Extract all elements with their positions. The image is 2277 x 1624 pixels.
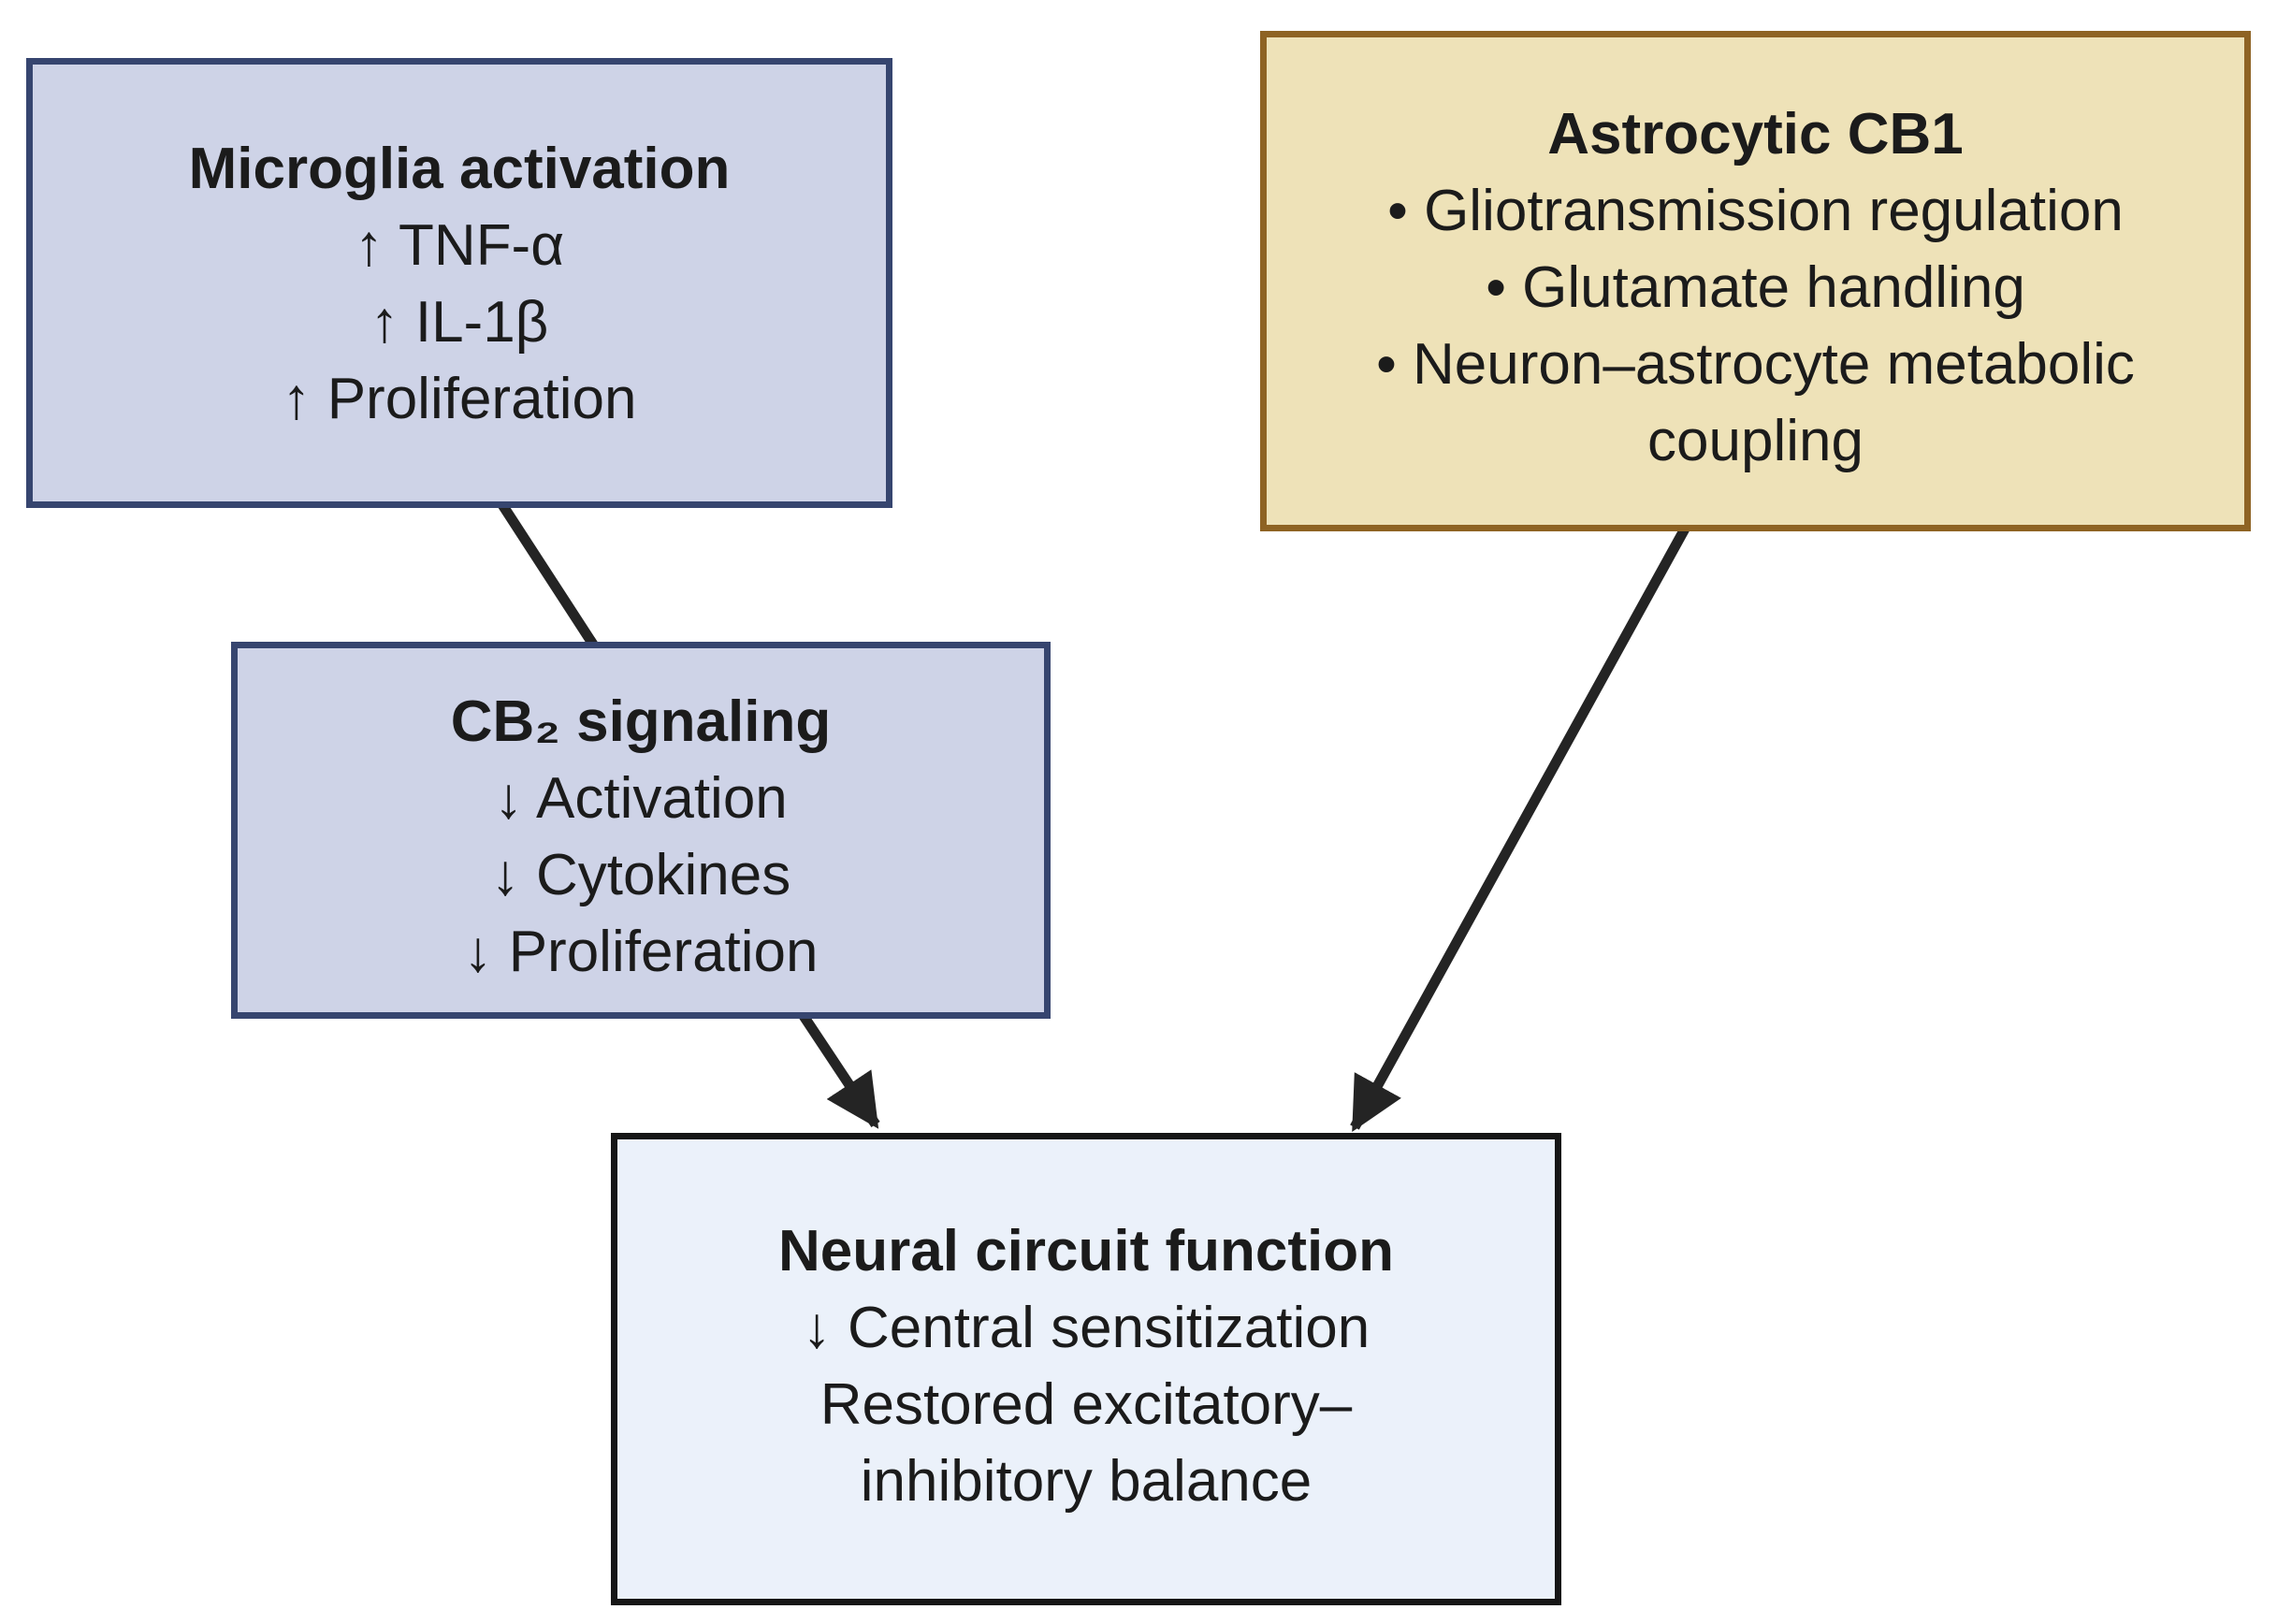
microglia-box-line: ↑ TNF-α bbox=[354, 213, 565, 278]
astrocytic-cb1-box: Astrocytic CB1 • Gliotransmission regula… bbox=[1260, 31, 2251, 531]
microglia-box-line: ↑ IL-1β bbox=[370, 290, 549, 355]
neural-circuit-function-box: Neural circuit function ↓ Central sensit… bbox=[611, 1133, 1561, 1605]
microglia-box-line: ↑ Proliferation bbox=[282, 367, 637, 431]
astrocytic-box-line: • Glutamate handling bbox=[1486, 255, 2025, 320]
arrow-cb2-to-neural bbox=[795, 1007, 880, 1129]
cb2-box-line: ↓ Cytokines bbox=[490, 843, 791, 907]
astrocytic-box-line: coupling bbox=[1647, 409, 1864, 473]
cb2-box-line: ↓ Activation bbox=[494, 766, 788, 831]
microglia-box-title: Microglia activation bbox=[188, 137, 731, 201]
cb2-signaling-box: CB₂ signaling ↓ Activation ↓ Cytokines ↓… bbox=[231, 642, 1051, 1019]
connector-microglia-to-cb2 bbox=[497, 500, 602, 653]
neural-box-line: inhibitory balance bbox=[860, 1449, 1313, 1514]
arrow-astrocytic-to-neural bbox=[1350, 519, 1693, 1133]
cb2-box-title: CB₂ signaling bbox=[450, 689, 832, 754]
microglia-activation-box: Microglia activation ↑ TNF-α ↑ IL-1β ↑ P… bbox=[26, 58, 892, 508]
neural-box-title: Neural circuit function bbox=[778, 1219, 1394, 1283]
neural-box-line: ↓ Central sensitization bbox=[802, 1296, 1371, 1360]
astrocytic-box-title: Astrocytic CB1 bbox=[1547, 102, 1964, 167]
astrocytic-box-line: • Neuron–astrocyte metabolic bbox=[1376, 332, 2135, 397]
astrocytic-box-line: • Gliotransmission regulation bbox=[1387, 179, 2124, 243]
neural-box-line: Restored excitatory– bbox=[819, 1372, 1353, 1437]
cb2-box-line: ↓ Proliferation bbox=[463, 920, 819, 984]
